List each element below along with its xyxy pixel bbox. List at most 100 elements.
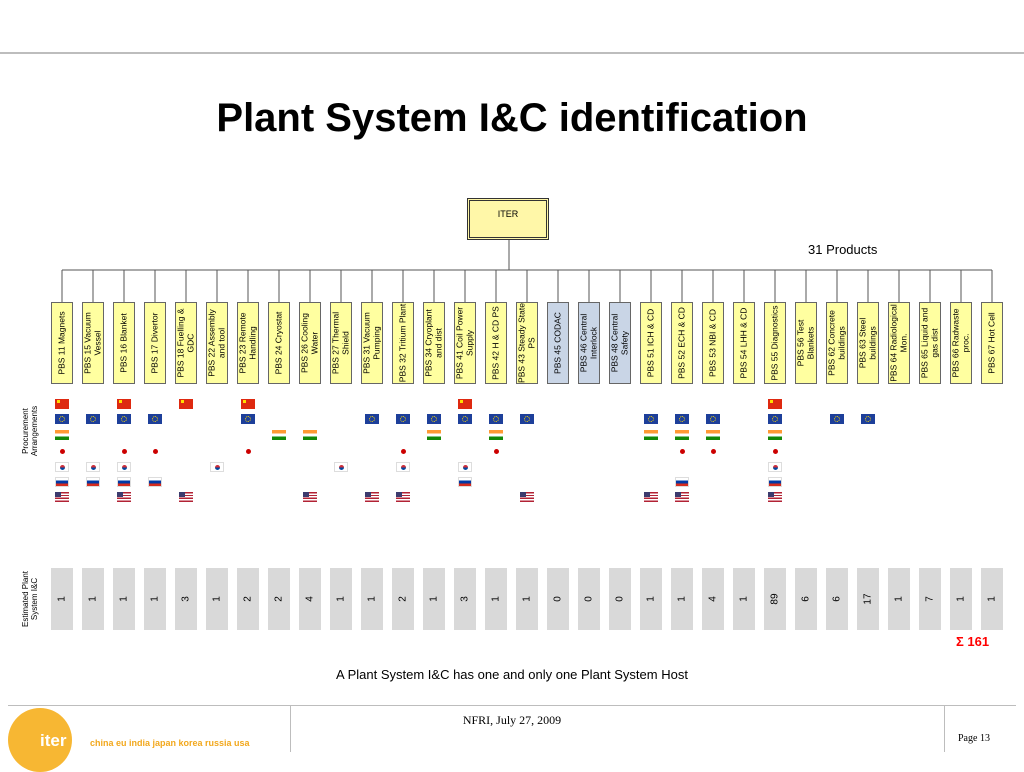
procurement-arrangements-label: Procurement Arrangements bbox=[21, 405, 39, 457]
us-flag-icon bbox=[768, 492, 782, 502]
cn-flag-icon bbox=[458, 399, 472, 409]
plant-system-label: PBS 52 ECH & CD bbox=[676, 307, 687, 379]
plant-system-label: PBS 11 Magnets bbox=[56, 311, 67, 375]
estimate-cell: 3 bbox=[454, 568, 476, 630]
estimate-value: 1 bbox=[521, 596, 533, 602]
estimate-value: 6 bbox=[831, 596, 843, 602]
estimate-value: 4 bbox=[707, 596, 719, 602]
plant-system-box: PBS 66 Radwaste proc. bbox=[950, 302, 972, 384]
kr-flag-icon bbox=[334, 462, 348, 472]
ru-flag-icon bbox=[768, 477, 782, 487]
plant-system-label: PBS 65 Liquid and gas dist bbox=[919, 307, 939, 379]
footer-divider bbox=[944, 706, 945, 752]
jp-flag-icon bbox=[55, 446, 69, 456]
jp-flag-icon bbox=[148, 446, 162, 456]
footer-date: NFRI, July 27, 2009 bbox=[462, 713, 562, 727]
estimate-cell: 1 bbox=[51, 568, 73, 630]
cn-flag-icon bbox=[768, 399, 782, 409]
kr-flag-icon bbox=[55, 462, 69, 472]
jp-flag-icon bbox=[241, 446, 255, 456]
plant-system-label: PBS 56 Test Blankets bbox=[795, 319, 815, 367]
plant-system-box: PBS 11 Magnets bbox=[51, 302, 73, 384]
slide-title: Plant System I&C identification bbox=[216, 96, 808, 140]
plant-system-label: PBS 22 Assembly and tool bbox=[206, 309, 226, 377]
plant-system-box: PBS 17 Divertor bbox=[144, 302, 166, 384]
plant-system-label: PBS 41 Coil Power Supply bbox=[454, 306, 474, 380]
plant-system-label: PBS 18 Fuelling & GDC bbox=[175, 308, 195, 378]
plant-system-box: PBS 34 Cryoplant and dist bbox=[423, 302, 445, 384]
plant-system-box: PBS 46 Central Interlock bbox=[578, 302, 600, 384]
estimate-cell: 6 bbox=[795, 568, 817, 630]
jp-flag-icon bbox=[768, 446, 782, 456]
jp-flag-icon bbox=[706, 446, 720, 456]
iter-logo bbox=[8, 708, 72, 772]
estimate-value: 1 bbox=[56, 596, 68, 602]
eu-flag-icon bbox=[861, 414, 875, 424]
in-flag-icon bbox=[768, 430, 782, 440]
plant-system-label: PBS 46 Central Interlock bbox=[578, 313, 598, 373]
plant-system-box: PBS 43 Steady State PS bbox=[516, 302, 538, 384]
plant-system-box: PBS 24 Cryostat bbox=[268, 302, 290, 384]
plant-system-label: PBS 43 Steady State PS bbox=[516, 303, 536, 383]
estimate-value: 1 bbox=[490, 596, 502, 602]
in-flag-icon bbox=[644, 430, 658, 440]
caption: A Plant System I&C has one and only one … bbox=[336, 667, 688, 682]
estimate-cell: 7 bbox=[919, 568, 941, 630]
estimate-cell: 4 bbox=[702, 568, 724, 630]
plant-system-box: PBS 18 Fuelling & GDC bbox=[175, 302, 197, 384]
eu-flag-icon bbox=[644, 414, 658, 424]
eu-flag-icon bbox=[458, 414, 472, 424]
us-flag-icon bbox=[55, 492, 69, 502]
eu-flag-icon bbox=[241, 414, 255, 424]
eu-flag-icon bbox=[427, 414, 441, 424]
cn-flag-icon bbox=[117, 399, 131, 409]
plant-system-label: PBS 34 Cryoplant and dist bbox=[423, 309, 443, 377]
root-node-label: ITER bbox=[497, 209, 519, 219]
estimate-value: 1 bbox=[87, 596, 99, 602]
plant-system-box: PBS 53 NBI & CD bbox=[702, 302, 724, 384]
in-flag-icon bbox=[55, 430, 69, 440]
estimate-cell: 1 bbox=[733, 568, 755, 630]
estimate-cell: 17 bbox=[857, 568, 879, 630]
estimate-cell: 3 bbox=[175, 568, 197, 630]
estimate-value: 7 bbox=[924, 596, 936, 602]
estimate-value: 0 bbox=[552, 596, 564, 602]
plant-system-box: PBS 55 Diagnostics bbox=[764, 302, 786, 384]
estimate-cell: 89 bbox=[764, 568, 786, 630]
plant-system-box: PBS 63 Steel buildings bbox=[857, 302, 879, 384]
plant-system-label: PBS 54 LHH & CD bbox=[738, 307, 749, 379]
eu-flag-icon bbox=[86, 414, 100, 424]
ru-flag-icon bbox=[86, 477, 100, 487]
root-node: ITER bbox=[467, 198, 549, 240]
plant-system-label: PBS 32 Tritium Plant bbox=[397, 303, 408, 383]
estimate-cell: 1 bbox=[82, 568, 104, 630]
total-estimate: Σ 161 bbox=[956, 634, 990, 649]
estimate-cell: 1 bbox=[950, 568, 972, 630]
estimate-value: 17 bbox=[862, 593, 874, 605]
estimate-cell: 1 bbox=[423, 568, 445, 630]
estimate-cell: 2 bbox=[392, 568, 414, 630]
jp-flag-icon bbox=[489, 446, 503, 456]
plant-system-label: PBS 64 Radiological Mon. bbox=[888, 304, 908, 382]
eu-flag-icon bbox=[55, 414, 69, 424]
jp-flag-icon bbox=[117, 446, 131, 456]
plant-system-label: PBS 53 NBI & CD bbox=[707, 308, 718, 378]
estimate-value: 0 bbox=[614, 596, 626, 602]
plant-system-label: PBS 26 Cooling Water bbox=[299, 313, 319, 374]
estimate-cell: 1 bbox=[516, 568, 538, 630]
in-flag-icon bbox=[427, 430, 441, 440]
plant-system-box: PBS 32 Tritium Plant bbox=[392, 302, 414, 384]
plant-system-label: PBS 48 Central Safety bbox=[609, 313, 629, 373]
iter-logo-text: iter bbox=[40, 731, 67, 750]
estimate-cell: 1 bbox=[113, 568, 135, 630]
iter-tagline: china eu india japan korea russia usa bbox=[90, 738, 250, 748]
cn-flag-icon bbox=[241, 399, 255, 409]
us-flag-icon bbox=[365, 492, 379, 502]
in-flag-icon bbox=[675, 430, 689, 440]
us-flag-icon bbox=[396, 492, 410, 502]
plant-system-label: PBS 24 Cryostat bbox=[273, 311, 284, 375]
estimate-cell: 1 bbox=[888, 568, 910, 630]
estimate-value: 2 bbox=[397, 596, 409, 602]
us-flag-icon bbox=[117, 492, 131, 502]
estimate-value: 1 bbox=[149, 596, 161, 602]
